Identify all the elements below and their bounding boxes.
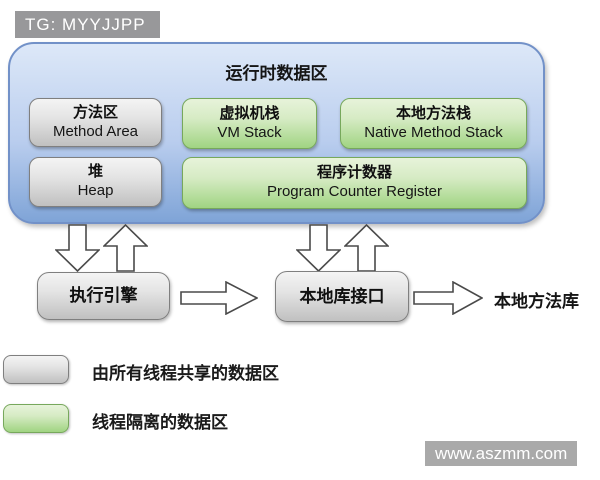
native-interface-box: 本地库接口 [275, 271, 409, 322]
runtime-data-area-container: 运行时数据区 方法区 Method Area 虚拟机栈 VM Stack 本地方… [8, 42, 545, 224]
legend-isolated-label: 线程隔离的数据区 [92, 413, 228, 432]
method-area-label-en: Method Area [52, 122, 139, 140]
watermark: www.aszmm.com [425, 441, 578, 466]
execution-engine-label: 执行引擎 [69, 286, 138, 306]
tag-label: TG: MYYJJPP [15, 11, 160, 38]
down-arrow-icon [55, 224, 100, 272]
method-area-label-zh: 方法区 [72, 103, 118, 121]
pc-register-box: 程序计数器 Program Counter Register [182, 157, 527, 209]
legend-shared-label: 由所有线程共享的数据区 [92, 364, 279, 383]
legend-isolated-swatch [3, 404, 69, 433]
heap-label-en: Heap [77, 182, 114, 199]
heap-label-zh: 堆 [87, 163, 103, 181]
vm-stack-label-en: VM Stack [217, 123, 282, 141]
method-area-box: 方法区 Method Area [29, 98, 162, 147]
heap-box: 堆 Heap [29, 157, 162, 207]
right-arrow-icon [413, 281, 483, 315]
pc-register-label-en: Program Counter Register [266, 183, 443, 200]
pc-register-label-zh: 程序计数器 [316, 164, 392, 182]
native-library-label: 本地方法库 [494, 292, 579, 311]
up-arrow-icon [103, 224, 148, 272]
native-method-stack-label-zh: 本地方法栈 [395, 104, 471, 122]
native-interface-label: 本地库接口 [299, 286, 385, 306]
legend-shared-swatch [3, 355, 69, 384]
native-method-stack-label-en: Native Method Stack [364, 123, 503, 141]
runtime-data-area-title: 运行时数据区 [225, 64, 328, 83]
up-arrow-icon [344, 224, 389, 272]
vm-stack-box: 虚拟机栈 VM Stack [182, 98, 317, 149]
down-arrow-icon [296, 224, 341, 272]
vm-stack-label-zh: 虚拟机栈 [219, 104, 280, 122]
execution-engine-box: 执行引擎 [37, 272, 170, 320]
native-method-stack-box: 本地方法栈 Native Method Stack [340, 98, 527, 149]
right-arrow-icon [180, 281, 258, 315]
